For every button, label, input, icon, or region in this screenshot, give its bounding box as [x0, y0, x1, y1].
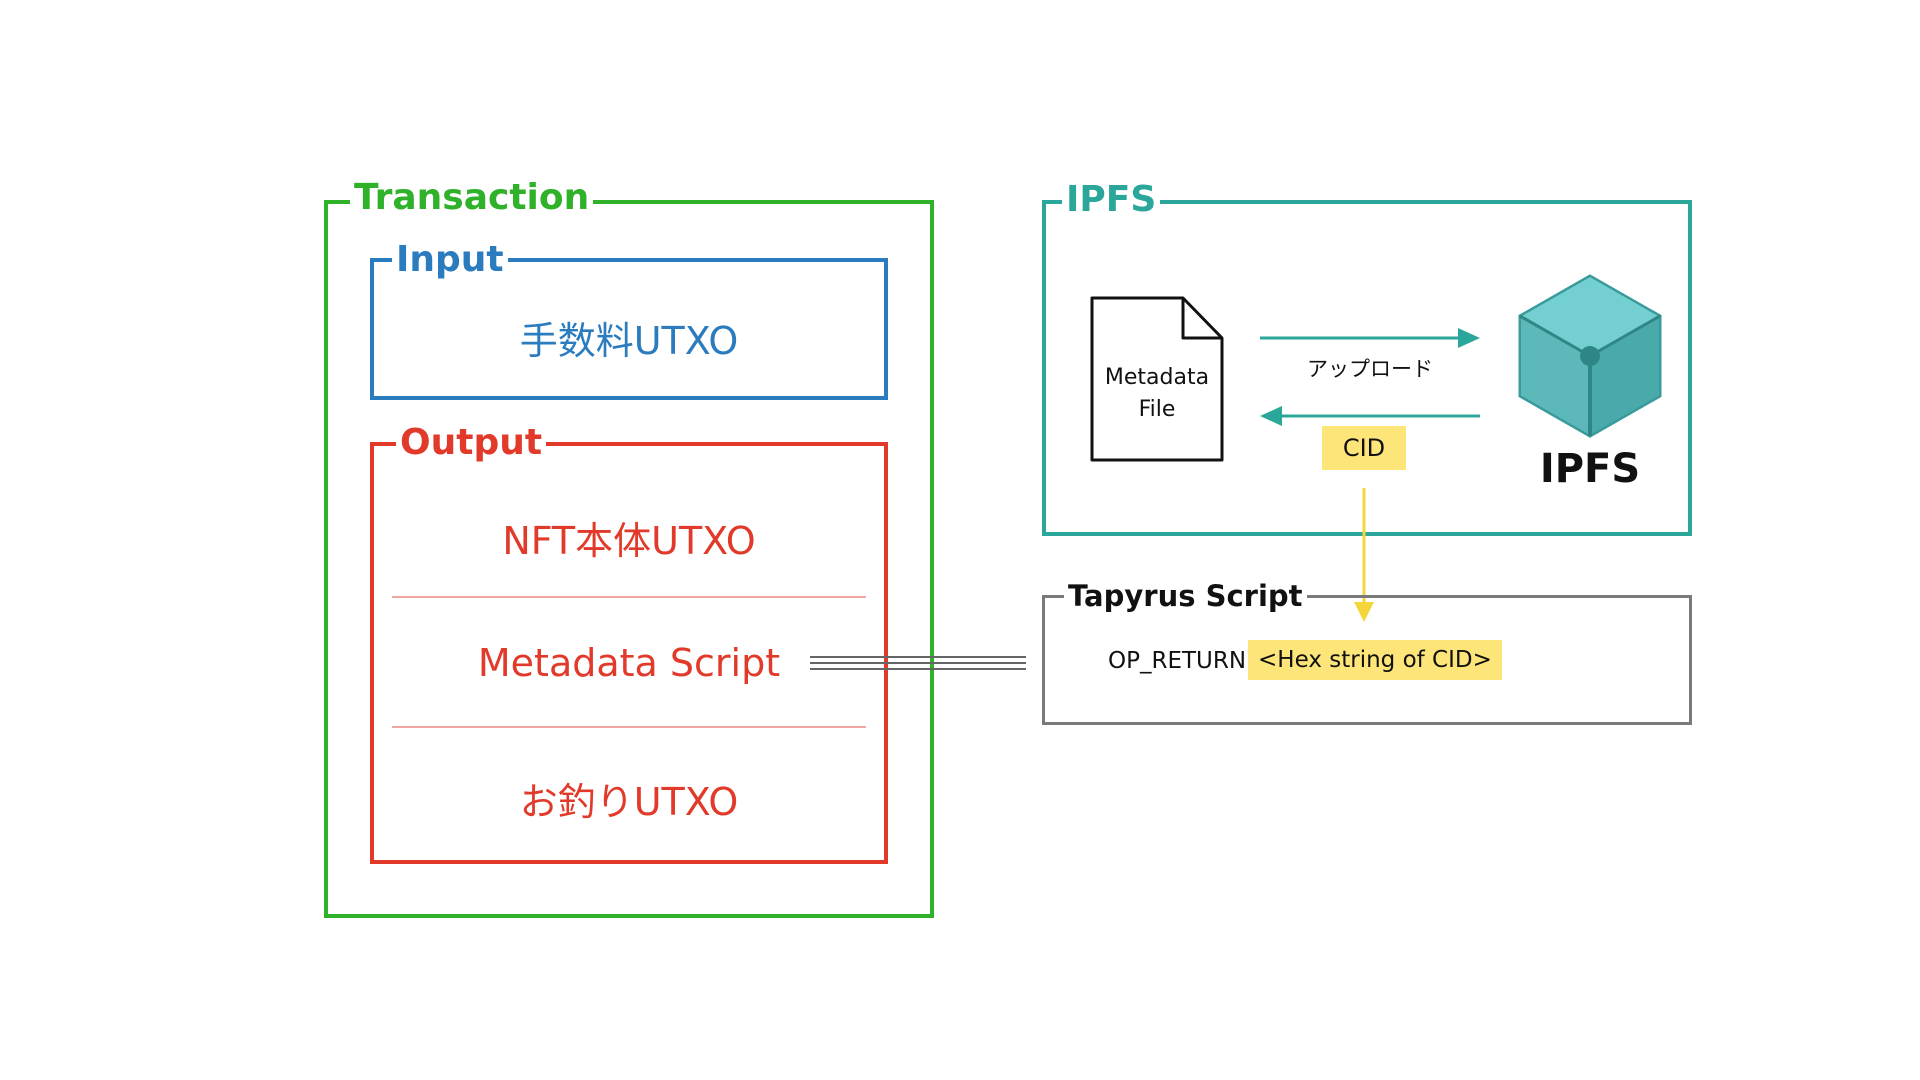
ipfs-box: [1042, 200, 1692, 536]
ipfs-logo-text: IPFS: [1539, 446, 1641, 492]
output-item-change-utxo: お釣りUTXO: [519, 780, 739, 824]
upload-arrow: [1260, 328, 1480, 348]
metadata-file-label: Metadata File: [1104, 365, 1210, 422]
input-item-fee-utxo: 手数料UTXO: [519, 319, 739, 363]
upload-label: アップロード: [1307, 357, 1433, 381]
tapyrus-script-box: [1042, 595, 1692, 725]
metadata-file-icon: [1090, 296, 1224, 462]
op-return-label: OP_RETURN: [1108, 648, 1247, 674]
input-title: Input: [392, 242, 508, 278]
cid-hex-payload: <Hex string of CID>: [1248, 640, 1502, 680]
tapyrus-script-title: Tapyrus Script: [1064, 582, 1307, 611]
transaction-box: [324, 200, 934, 918]
cid-return-arrow: [1260, 406, 1480, 426]
output-item-metadata-script: Metadata Script: [477, 641, 781, 685]
input-box: [370, 258, 888, 400]
output-title: Output: [396, 425, 547, 461]
output-item-nft-utxo: NFT本体UTXO: [502, 519, 756, 563]
output-divider: [392, 596, 866, 598]
output-divider: [392, 726, 866, 728]
transaction-title: Transaction: [350, 180, 594, 216]
cid-to-script-arrow: [1354, 488, 1374, 622]
ipfs-cube-icon: [1517, 274, 1663, 438]
output-box: [370, 442, 888, 864]
cid-badge: CID: [1322, 426, 1406, 470]
ipfs-title: IPFS: [1062, 182, 1161, 218]
